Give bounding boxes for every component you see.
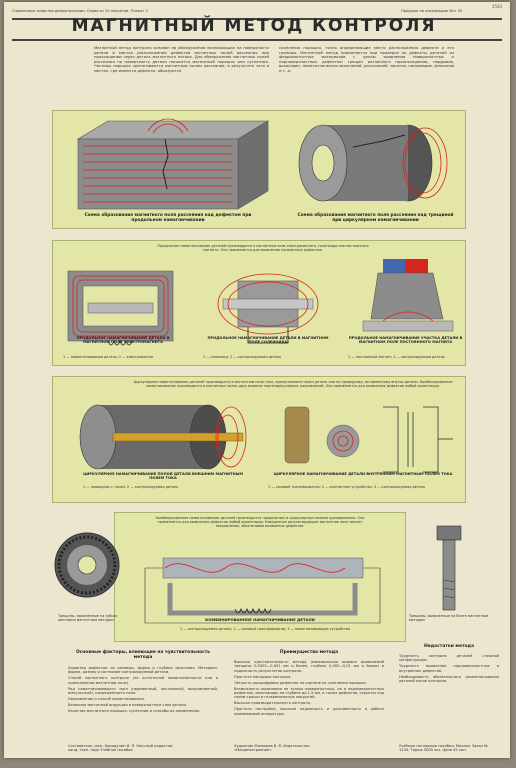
small-part [284, 406, 310, 464]
crack-mark [162, 138, 169, 190]
legend-internal-field: 1 — силовой трансформатор; 2 — контактно… [268, 485, 426, 489]
cylinder-crack-mark [352, 134, 406, 148]
bolt-thread [442, 579, 456, 599]
factors-title: Основные факторы, влияющие на чувствител… [75, 650, 211, 661]
magnet-yoke [370, 272, 444, 320]
legend-solenoid: 1 — соленоид; 2 — контролируемая деталь [203, 355, 282, 359]
intro-right-text: скопления порошка, точно определяющие ме… [279, 45, 454, 73]
longitudinal-illustrations [67, 259, 454, 346]
caption-external-field: ЦИРКУЛЯРНОЕ НАМАГНИЧИВАНИЕ ПОЛОЙ ДЕТАЛИ … [83, 472, 243, 481]
caption-electromagnet: ПРОДОЛЬНОЕ НАМАГНИЧИВАНИЕ ДЕТАЛИ В МАГНИ… [76, 336, 170, 345]
hollow-part-face [79, 404, 117, 470]
combined-coil [234, 607, 272, 614]
circular-field [215, 406, 247, 468]
intro-left-text: Магнитный метод контроля основан на обна… [94, 45, 269, 73]
bolt-head [436, 525, 462, 541]
factor-item: Качество магнитного порошка, суспензии и… [68, 708, 201, 713]
caption-internal-field: ЦИРКУЛЯРНОЕ НАМАГНИЧИВАНИЕ ДЕТАЛИ ВНУТРЕ… [273, 472, 453, 476]
legend-external-field: 1 — проводник с током; 2 — контролируема… [83, 485, 179, 489]
gear-caption: Трещины, выявленные на зубьях шестерни м… [58, 614, 118, 622]
panel-field-scattering: Схема образования магнитного поля рассея… [52, 110, 466, 229]
panel3-note: Циркулярное намагничивание деталей произ… [133, 380, 453, 388]
drawbacks-column: Трудность контроля деталей сложной конфи… [399, 654, 499, 685]
panel4-note: Комбинированное намагничивание деталей п… [155, 516, 365, 528]
advantage-item: Возможность выявления не только поверхно… [234, 686, 384, 700]
drawback-item: Необходимость обязательного размагничива… [399, 674, 499, 684]
factor-item: Способ магнитного контроля (на остаточно… [68, 676, 218, 685]
current-conductor [112, 432, 244, 442]
header-edition: Продажа на кооперации Экз. 92 [401, 9, 463, 13]
combined-part [162, 557, 364, 579]
drawback-item: Трудность контроля деталей сложной конфи… [399, 654, 499, 663]
block-field-lines [83, 118, 233, 203]
poster: Справочные средства дефектоскопии. Серия… [4, 2, 510, 758]
transformer-schematic [383, 406, 453, 473]
disc-field [332, 430, 354, 452]
intro-left: Магнитный метод контроля основан на обна… [94, 45, 269, 74]
advantages-column: Высокая чувствительность метода (минимал… [234, 660, 384, 717]
title-rule [12, 39, 502, 41]
advantage-item: Высокая производительность контроля. [234, 701, 311, 706]
footer-mid: Художник Малышев В. В. Издательство «Маш… [234, 744, 310, 753]
legend-electromagnet: 1 — намагничиваемая деталь; 2 — электром… [63, 355, 154, 359]
factor-item: Характер дефектов: их размеры, форма и г… [68, 666, 218, 675]
electromagnet-part [87, 302, 154, 314]
combined-wiring [144, 567, 381, 624]
panel2-note: Продольное намагничивание деталей произв… [157, 244, 369, 252]
factor-item: Направление и способ намагничивания. [68, 696, 145, 701]
caption-circular-scatter: Схема образования магнитного поля рассея… [297, 213, 454, 223]
page-title: МАГНИТНЫЙ МЕТОД КОНТРОЛЯ [71, 16, 437, 36]
panel-circular: Циркулярное намагничивание деталей произ… [52, 376, 466, 503]
scattering-illustrations [76, 118, 448, 210]
electromagnet-coil [107, 339, 133, 346]
circular-illustrations [79, 404, 453, 473]
advantage-item: Легкость расшифровки дефектов по картине… [234, 680, 367, 685]
panel-longitudinal: Продольное намагничивание деталей произв… [52, 240, 466, 366]
bolt-caption: Трещины, выявленные на болте магнитным м… [409, 614, 489, 622]
cylinder-bore [311, 144, 335, 182]
factor-item: Род намагничивающего тока (переменный, п… [68, 686, 218, 696]
caption-longitudinal-scatter: Схема образования магнитного поля рассея… [84, 213, 252, 223]
factor-item: Величина магнитной индукции в поверхност… [68, 702, 187, 707]
factors-column: Характер дефектов: их размеры, форма и г… [68, 666, 218, 715]
block-front [77, 138, 239, 210]
combined-illustration [144, 557, 381, 624]
header-rule [12, 18, 502, 20]
caption-solenoid: ПРОДОЛЬНОЕ НАМАГНИЧИВАНИЕ ДЕТАЛИ В МАГНИ… [207, 336, 329, 345]
advantage-item: Простота настройки, высокая надежность и… [234, 707, 384, 716]
solenoid-part [222, 298, 314, 310]
block-top [76, 120, 270, 140]
gear-hub [77, 555, 97, 575]
header-series: Справочные средства дефектоскопии. Серия… [12, 9, 148, 13]
cylinder-field-lines [402, 127, 448, 199]
gear-teeth [57, 535, 117, 595]
magnet-south [405, 259, 428, 273]
bolt-image [436, 525, 462, 611]
gear-image [54, 532, 120, 598]
magnet-field [382, 311, 434, 322]
solenoid-wire [247, 327, 289, 344]
caption-combined: КОМБИНИРОВАННОЕ НАМАГНИЧИВАНИЕ ДЕТАЛИ [205, 617, 315, 622]
panel-combined: Комбинированное намагничивание деталей п… [114, 512, 406, 642]
inventory-stamp: 4583 [492, 4, 503, 9]
drawback-item: Трудность выявления подповерхностных и в… [399, 664, 499, 673]
advantages-title: Преимущества метода [279, 650, 339, 655]
caption-permanent-magnet: ПРОДОЛЬНОЕ НАМАГНИЧИВАНИЕ УЧАСТКА ДЕТАЛИ… [348, 336, 463, 345]
electromagnet-yoke [67, 270, 174, 342]
disc-part [326, 424, 360, 458]
legend-permanent-magnet: 1 — постоянный магнит; 2 — контролируема… [348, 355, 445, 359]
combined-yoke [167, 583, 358, 616]
intro-right: скопления порошка, точно определяющие ме… [279, 45, 454, 74]
drawbacks-title: Недостатки метода [423, 644, 475, 649]
magnet-part [362, 320, 454, 332]
bolt-shank [442, 539, 456, 611]
advantage-item: Простота методики контроля. [234, 674, 292, 679]
solenoid-field [217, 273, 319, 335]
electromagnet-field [72, 275, 169, 337]
combined-field [164, 563, 346, 573]
footer-left: Составитель: инж. Бородулин И. Я. Научны… [68, 744, 174, 753]
legend-combined: 1 — контролируемая деталь; 2 — силовой т… [180, 627, 350, 631]
footer-right: Учебные наглядные пособия. Москва. Заказ… [399, 744, 488, 753]
advantage-item: Высокая чувствительность метода (минимал… [234, 660, 384, 673]
